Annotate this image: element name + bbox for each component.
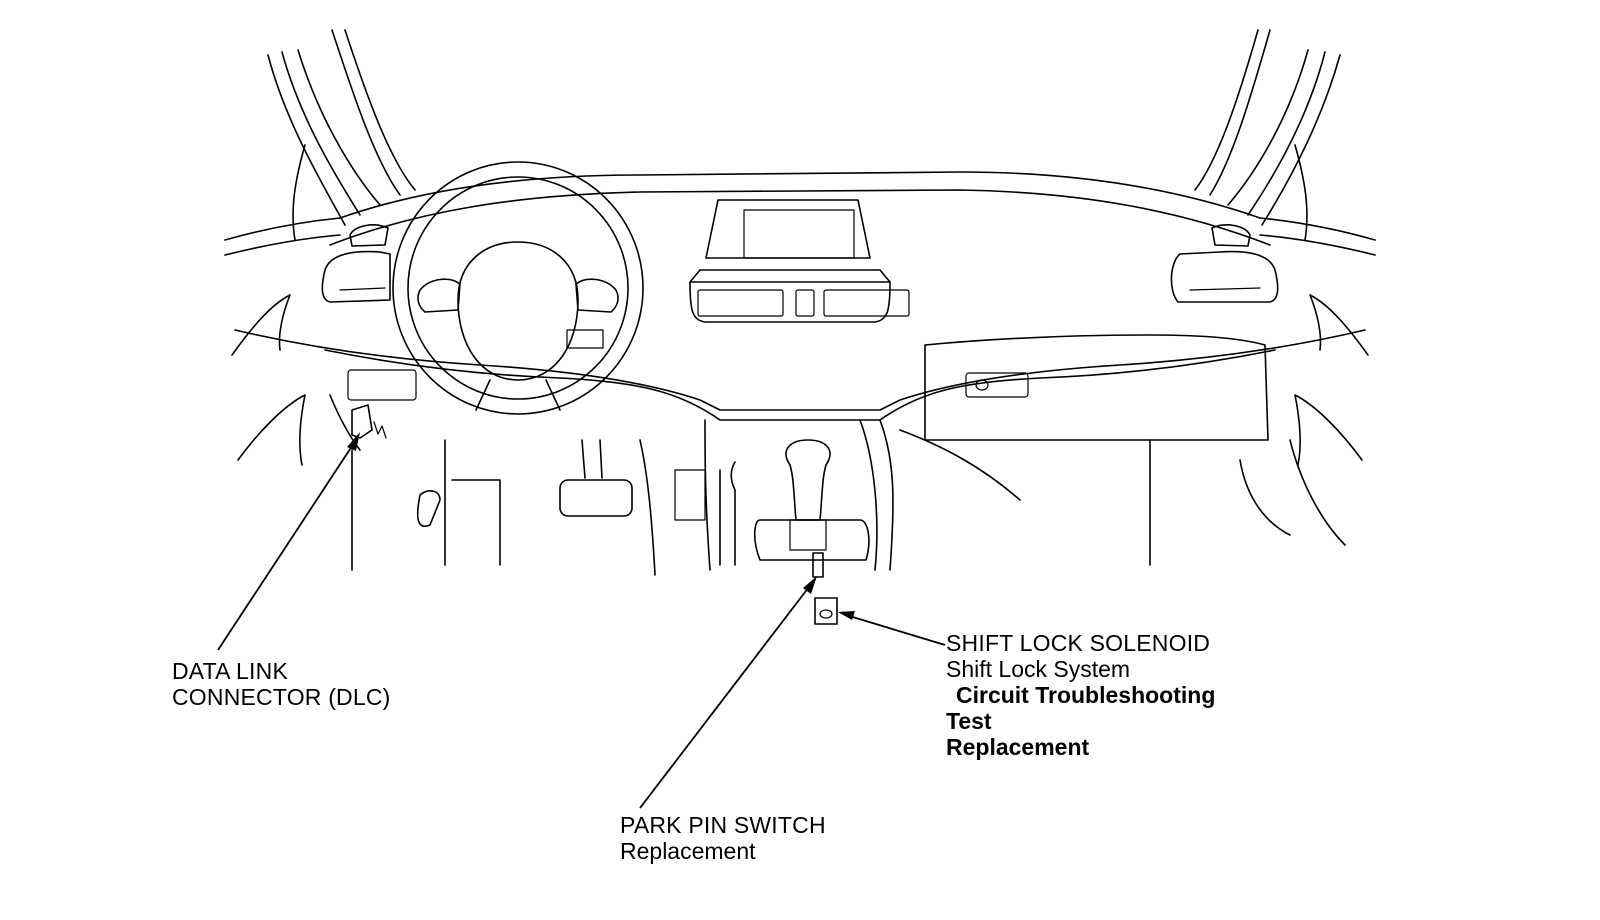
shift-lock-solenoid-callout: SHIFT LOCK SOLENOID Shift Lock System Ci… xyxy=(946,630,1215,760)
dlc-arrowhead xyxy=(347,432,360,451)
shift-lock-arrowhead xyxy=(838,611,855,620)
test-link[interactable]: Test xyxy=(946,708,992,734)
shift-lock-system-link[interactable]: Shift Lock System xyxy=(946,656,1131,682)
park-pin-switch-title: PARK PIN SWITCH xyxy=(620,812,826,838)
dlc-leader-line xyxy=(217,439,357,651)
shift-lock-solenoid-title: SHIFT LOCK SOLENOID xyxy=(946,630,1211,656)
dashboard-linework xyxy=(224,29,1376,625)
park-pin-leader-line xyxy=(639,582,813,809)
circuit-troubleshooting-link[interactable]: Circuit Troubleshooting xyxy=(956,682,1216,708)
leader-lines xyxy=(217,432,946,809)
dlc-label-line-2: CONNECTOR (DLC) xyxy=(172,684,391,710)
dlc-callout: DATA LINK CONNECTOR (DLC) xyxy=(172,658,391,710)
shift-lock-leader-line xyxy=(845,614,946,646)
park-pin-switch-callout: PARK PIN SWITCH Replacement xyxy=(620,812,826,864)
shift-lock-replacement-link[interactable]: Replacement xyxy=(946,734,1090,760)
park-pin-replacement-link[interactable]: Replacement xyxy=(620,838,756,864)
dlc-label-line-1: DATA LINK xyxy=(172,658,288,684)
park-pin-arrowhead xyxy=(803,576,817,594)
